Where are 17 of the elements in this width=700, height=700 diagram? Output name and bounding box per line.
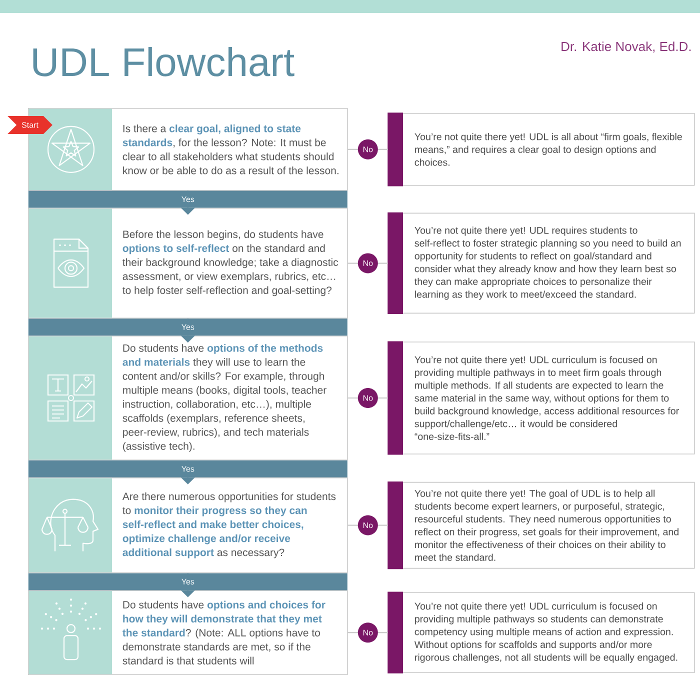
feedback-box: You’re not quite there yet! UDL curriculum is focused on providing multiple pathways in to meet firm goals through multiple methods. If all students are expected to learn the same material in the same way, without options for them to build background knowledge, access additional resources for support/challenge/etc… it would be considered “one-size-fits-all.” [388, 341, 695, 455]
feedback-box: You’re not quite there yet! UDL curriculum is focused on providing multiple pathways so students can demonstrate competency using multiple means of action and expression. Without options for scaffolds and supports and/or more rigorous challenges, not all students will be equally engaged. [388, 592, 695, 674]
edge-label: No [358, 139, 378, 160]
question-box: Are there numerous opportunities for students to monitor their progress so they can self-reflect and make better choices, optimize challenge and/or receive additional support as necessary? [28, 477, 348, 574]
question-box: Before the lesson begins, do students have options to self-reflect on the standard and their background knowledge; take a diagnostic assessment, or view exemplars, rubrics, etc… to help foster self-reflection and goal-setting? [28, 208, 348, 319]
edge-label: No [358, 253, 378, 274]
start-flag: Start [8, 116, 52, 134]
title: UDL Flowchart [33, 47, 294, 76]
edge-label: No [358, 622, 378, 643]
author-name: Dr. Katie Novak, Ed.D. [562, 42, 691, 53]
edge-label: No [358, 388, 378, 408]
feedback-box: You’re not quite there yet! UDL requires students to self-reflect to foster strategic planning so you need to build an opportunity for students to reflect on goal/standard and consider what they already know and how they learn best so they can make appropriate choices to personalize their learning as they work to meet/exceed the standard. [388, 212, 695, 314]
question-box: Do students have options of the methods and materials they will use to learn the content and/or skills? For example, through multiple means (books, digital tools, teacher instruction, collaboration, etc…), multiple scaffolds (exemplars, reference sheets, peer-review, rubrics), and tech materials (assistive tech). [28, 336, 348, 460]
feedback-box: You’re not quite there yet! The goal of UDL is to help all students become expert learners, or purposeful, strategic, resourceful students. They need numerous opportunities to reflect on their progress, set goals for their improvement, and monitor the effectiveness of their choices on their ability to meet the standard. [388, 482, 695, 570]
question-box: Do students have options and choices for how they will demonstrate that they met the standard? (Note: ALL options have to demonstrate standards are met, so if the standard is that students will [28, 590, 348, 675]
feedback-box: You’re not quite there yet! UDL is all about “firm goals, flexible means,” and requires a clear goal to design options and choices. [388, 112, 695, 186]
edge-label: No [358, 515, 378, 536]
